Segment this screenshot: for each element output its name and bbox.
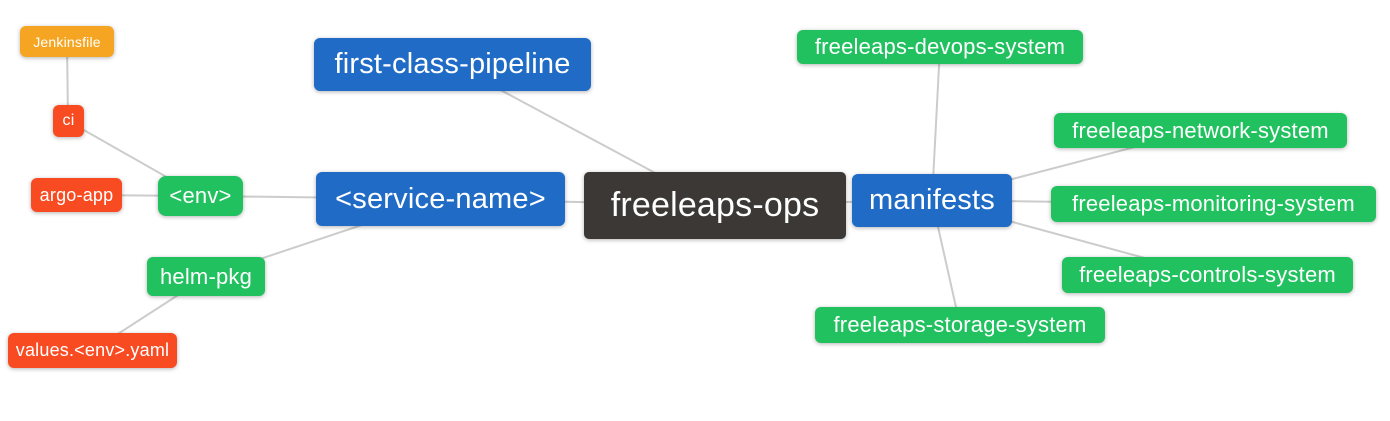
node-devops-system[interactable]: freeleaps-devops-system [797,30,1083,64]
node-service-name[interactable]: <service-name> [316,172,565,226]
node-jenkinsfile[interactable]: Jenkinsfile [20,26,114,57]
node-ci[interactable]: ci [53,105,84,137]
node-argo-app[interactable]: argo-app [31,178,122,212]
node-first-class-pipeline[interactable]: first-class-pipeline [314,38,591,91]
node-freeleaps-ops-root[interactable]: freeleaps-ops [584,172,846,239]
node-manifests[interactable]: manifests [852,174,1012,227]
node-helm-pkg[interactable]: helm-pkg [147,257,265,296]
node-env[interactable]: <env> [158,176,243,216]
node-values-env-yaml[interactable]: values.<env>.yaml [8,333,177,368]
node-storage-system[interactable]: freeleaps-storage-system [815,307,1105,343]
node-monitoring-system[interactable]: freeleaps-monitoring-system [1051,186,1376,222]
node-controls-system[interactable]: freeleaps-controls-system [1062,257,1353,293]
node-network-system[interactable]: freeleaps-network-system [1054,113,1347,148]
